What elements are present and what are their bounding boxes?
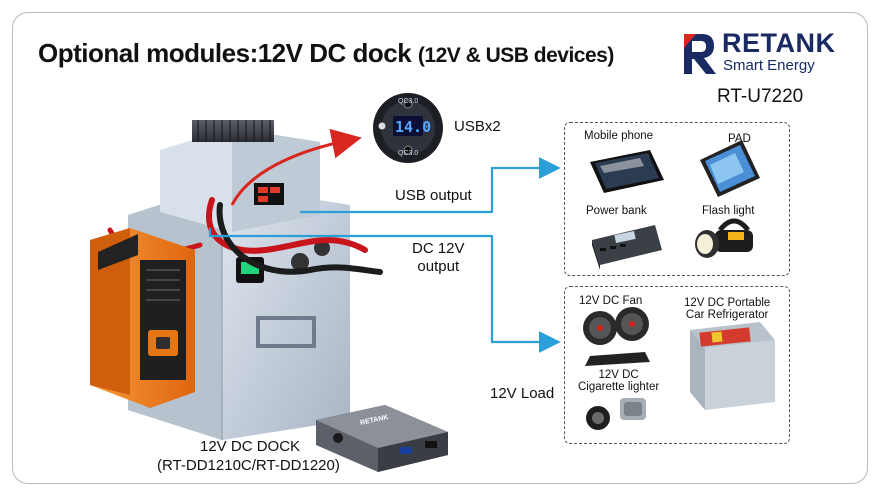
usb-module-display: 14.0 [395, 118, 432, 136]
device-label-phone: Mobile phone [584, 130, 654, 142]
page-title: Optional modules:12V DC dock (12V & USB … [38, 38, 614, 69]
title-main: Optional modules:12V DC dock [38, 38, 412, 68]
usb-module-top-text: QC3.0 [398, 98, 419, 105]
dc-dock-device [316, 405, 448, 472]
brand-logo: RETANK Smart Energy [680, 28, 850, 80]
title-sub: (12V & USB devices) [417, 44, 614, 67]
dock-name: 12V DC DOCK [200, 438, 301, 455]
usb-charger-module [373, 93, 443, 163]
tablet-icon [700, 140, 760, 197]
smartphone-icon [590, 150, 664, 193]
lighter-line1: 12V DC [598, 369, 639, 381]
red-pointer-arrow [230, 128, 362, 206]
usb-output-label: USB output [395, 187, 472, 204]
model-number: RT-U7220 [717, 86, 804, 107]
fridge-line1: 12V DC Portable [684, 297, 771, 309]
device-label-fan: 12V DC Fan [579, 295, 643, 307]
flashlight-icon [695, 218, 753, 258]
device-label-power-bank: Power bank [586, 205, 647, 217]
load-label: 12V Load [490, 385, 555, 402]
dock-models: (RT-DD1210C/RT-DD1220) [157, 457, 340, 474]
refrigerator-icon [690, 322, 775, 410]
device-label-pad: PAD [728, 133, 751, 145]
fan-icon [583, 307, 650, 366]
brand-name: RETANK [722, 28, 836, 58]
usb-count-label: USBx2 [454, 118, 501, 135]
dc-output-line2: output [417, 258, 460, 275]
usb-module-bottom-text: QC3.0 [398, 150, 419, 157]
device-label-flashlight: Flash light [702, 205, 755, 217]
power-bank-icon [592, 225, 662, 270]
retank-logo-icon [684, 34, 716, 74]
dc-output-line1: DC 12V [412, 240, 465, 257]
lighter-line2: Cigarette lighter [578, 381, 660, 393]
device-label-lighter: 12V DC Cigarette lighter [578, 369, 659, 393]
cigarette-lighter-icon [586, 398, 646, 430]
inverter [90, 228, 195, 408]
dc-output-label: DC 12V output [412, 240, 465, 276]
flow-arrows [208, 157, 561, 353]
brand-tagline: Smart Energy [723, 57, 815, 74]
device-label-fridge: 12V DC Portable Car Refrigerator [684, 297, 770, 321]
fridge-line2: Car Refrigerator [685, 309, 769, 321]
